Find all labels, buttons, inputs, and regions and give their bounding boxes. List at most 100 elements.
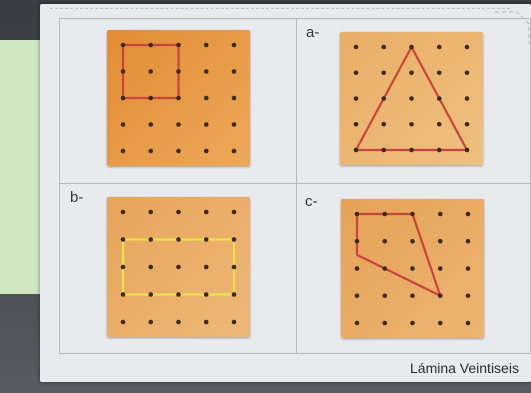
peg: [465, 266, 471, 271]
peg: [465, 238, 471, 244]
peg: [381, 147, 387, 153]
peg: [436, 121, 442, 127]
peg: [354, 320, 360, 326]
peg: [203, 69, 209, 74]
peg: [437, 320, 443, 326]
peg: [148, 319, 154, 325]
peg: [381, 121, 387, 127]
peg: [382, 293, 388, 299]
geoboard-example: [107, 30, 250, 166]
peg: [382, 266, 388, 271]
peg: [203, 292, 209, 297]
peg: [231, 237, 237, 242]
peg: [465, 293, 471, 299]
peg: [231, 292, 237, 297]
peg: [353, 70, 359, 76]
peg: [381, 44, 387, 50]
peg: [231, 209, 237, 215]
panel-b-label: b-: [70, 189, 84, 206]
peg: [176, 209, 181, 215]
peg-grid: [120, 209, 237, 325]
peg: [382, 211, 388, 217]
peg: [382, 238, 388, 244]
peg: [437, 238, 443, 244]
peg: [354, 293, 360, 299]
peg: [231, 319, 237, 325]
peg: [176, 42, 181, 48]
peg: [176, 264, 181, 270]
peg: [465, 211, 471, 217]
peg: [353, 147, 359, 153]
peg: [464, 121, 470, 127]
peg: [203, 122, 209, 127]
panel-divider-horizontal: [59, 183, 531, 184]
peg: [203, 42, 209, 48]
peg: [148, 292, 154, 297]
peg-grid: [354, 211, 471, 326]
peg: [176, 292, 181, 297]
peg: [353, 121, 359, 127]
peg: [382, 320, 388, 326]
peg: [203, 95, 209, 101]
panel-a-label: a-: [306, 24, 320, 41]
peg: [176, 148, 181, 154]
panel-c-label: c-: [305, 193, 318, 210]
peg: [436, 44, 442, 50]
peg: [231, 148, 237, 154]
peg: [436, 96, 442, 101]
cut-line: [50, 8, 510, 9]
peg: [437, 266, 443, 271]
peg: [120, 264, 126, 270]
peg: [120, 209, 126, 215]
peg-grid: [353, 44, 470, 153]
peg: [120, 69, 126, 74]
peg: [148, 42, 154, 48]
peg: [176, 319, 181, 325]
peg: [148, 69, 154, 74]
peg: [120, 42, 126, 48]
peg: [148, 237, 154, 242]
peg: [437, 293, 443, 299]
peg: [148, 209, 154, 215]
peg: [203, 319, 209, 325]
peg: [354, 266, 360, 271]
peg: [176, 69, 181, 74]
peg: [120, 122, 126, 127]
peg: [353, 44, 359, 50]
peg: [120, 95, 126, 101]
peg: [148, 264, 154, 270]
peg: [354, 211, 360, 217]
peg: [410, 266, 415, 271]
peg: [120, 319, 126, 325]
peg: [231, 122, 237, 127]
peg: [231, 69, 237, 74]
peg: [410, 211, 415, 217]
peg: [231, 42, 237, 48]
peg: [381, 96, 387, 101]
peg: [464, 147, 470, 153]
panel-divider-vertical: [296, 18, 297, 354]
peg: [354, 238, 360, 244]
peg: [409, 70, 414, 76]
rubber-band: [355, 212, 442, 297]
peg-grid: [120, 42, 237, 154]
geoboard-a: [340, 32, 483, 165]
peg: [409, 44, 414, 50]
peg: [464, 44, 470, 50]
peg: [381, 70, 387, 76]
peg: [148, 148, 154, 154]
peg: [464, 70, 470, 76]
peg: [203, 264, 209, 270]
peg: [176, 95, 181, 101]
peg: [409, 96, 414, 101]
peg: [231, 264, 237, 270]
peg: [203, 209, 209, 215]
sheet-caption: Lámina Veintiseis: [410, 360, 519, 376]
peg: [436, 70, 442, 76]
peg: [464, 96, 470, 101]
peg: [437, 211, 443, 217]
peg: [120, 237, 126, 242]
peg: [203, 148, 209, 154]
peg: [409, 147, 414, 153]
